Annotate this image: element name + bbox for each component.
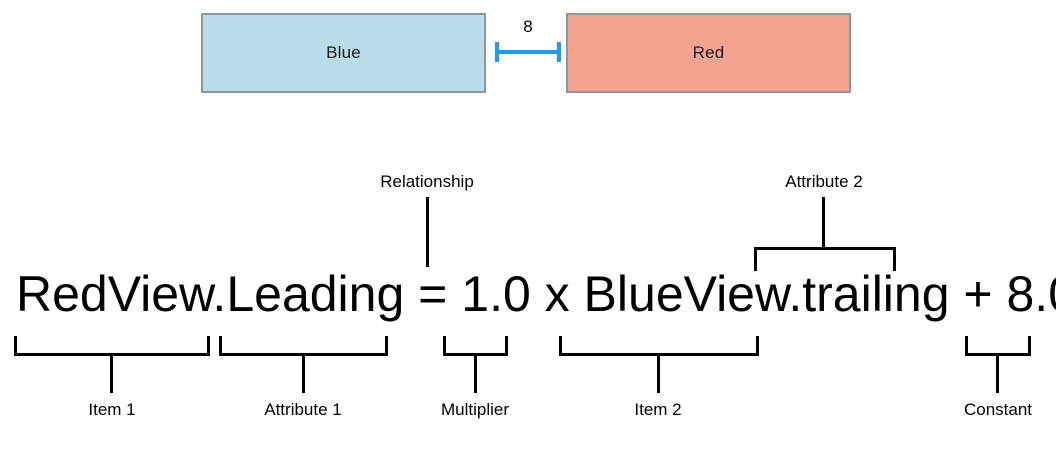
annotation-stem-item-1 xyxy=(110,353,113,393)
annotation-label-attribute-2: Attribute 2 xyxy=(785,172,863,191)
annotation-stem-relationship xyxy=(426,197,429,267)
spacing-measure-cap-left-icon xyxy=(495,42,499,62)
spacing-measure-cap-right-icon xyxy=(557,42,561,62)
constraint-formula: RedView.Leading = 1.0 x BlueView.trailin… xyxy=(16,266,1056,322)
annotation-label-constant: Constant xyxy=(963,400,1033,419)
blue-view-label: Blue xyxy=(326,43,361,62)
annotation-label-attribute-1: Attribute 1 xyxy=(264,400,342,419)
spacing-measure-line xyxy=(495,50,561,54)
annotation-stem-item-2 xyxy=(657,353,660,393)
spacing-measure-value: 8 xyxy=(523,17,533,36)
annotation-label-item-1: Item 1 xyxy=(88,400,136,419)
annotation-stem-constant xyxy=(996,353,999,393)
annotation-label-relationship: Relationship xyxy=(380,172,474,191)
blue-view-box: Blue xyxy=(201,13,486,93)
annotation-stem-attribute-1 xyxy=(302,353,305,393)
annotation-bracket-attribute-2 xyxy=(754,247,896,271)
annotation-label-item-2: Item 2 xyxy=(634,400,682,419)
red-view-label: Red xyxy=(692,43,725,62)
red-view-box: Red xyxy=(566,13,851,93)
annotation-label-multiplier: Multiplier xyxy=(440,400,510,419)
annotation-stem-attribute-2 xyxy=(822,197,825,247)
annotation-stem-multiplier xyxy=(474,353,477,393)
